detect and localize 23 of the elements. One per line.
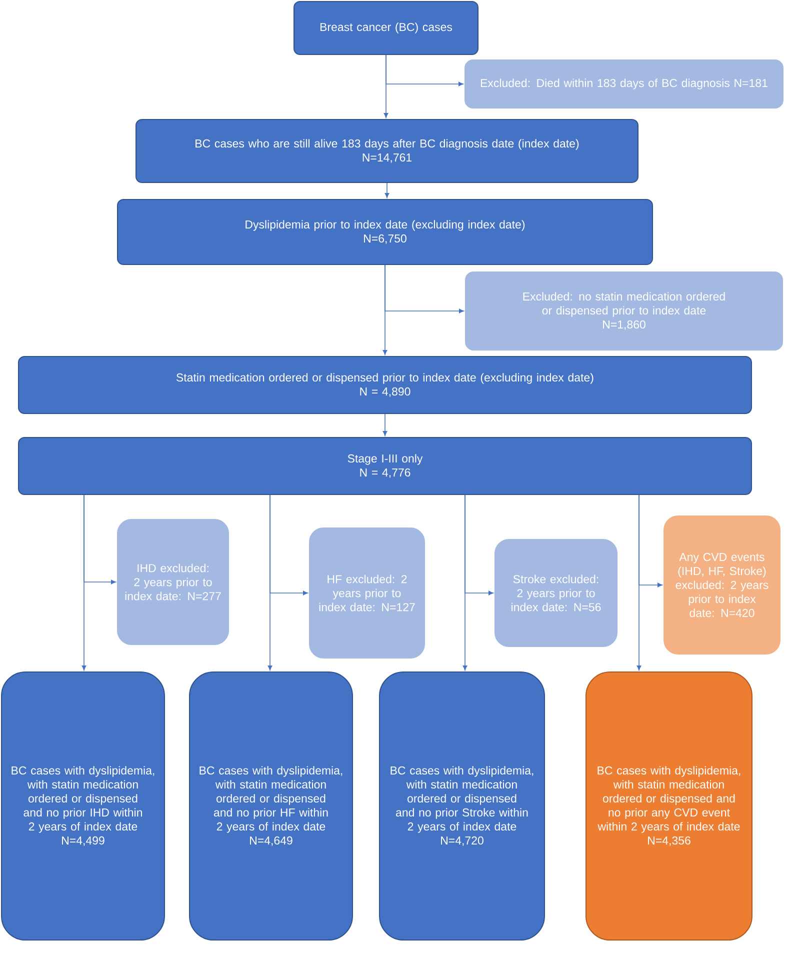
process-box: Dyslipidemia prior to index date (excluding index date) N=6,750: [117, 199, 653, 265]
outcome-box: BC cases with dyslipidemia, with statin medication ordered or dispensed and no prior HF within 2 years of index date N=4,649: [189, 672, 353, 940]
arrow: [464, 494, 494, 596]
outcome-box: BC cases with dyslipidemia, with statin medication ordered or dispensed and no prior IHD within 2 years of index date N=4,499: [1, 672, 165, 940]
arrow: [84, 494, 116, 584]
arrow: [386, 54, 464, 86]
process-box: Breast cancer (BC) cases: [294, 1, 478, 55]
exclusion-box: HF excluded: 2 years prior to index date: N=127: [309, 528, 425, 658]
process-box: BC cases who are still alive 183 days after BC diagnosis date (index date) N=14,761: [136, 119, 638, 183]
arrow: [382, 414, 388, 436]
exclusion-box: Excluded: no statin medication ordered or dispensed prior to index date N=1,860: [465, 272, 783, 350]
exclusion-box: Excluded: Died within 183 days of BC diagnosis N=181: [464, 60, 784, 108]
arrow: [638, 494, 662, 588]
exclusion-box: IHD excluded: 2 years prior to index date: N=277: [117, 519, 229, 645]
exclusion-box: Stroke excluded: 2 years prior to index date: N=56: [494, 539, 618, 647]
process-box: Statin medication ordered or dispensed prior to index date (excluding index date) N = 4,890: [18, 356, 752, 414]
outcome-box: BC cases with dyslipidemia, with statin medication ordered or dispensed and no prior Stroke within 2 years of index date N=4,720: [379, 672, 545, 940]
process-box: Stage I-III only N = 4,776: [18, 437, 752, 495]
arrow: [384, 264, 464, 314]
arrow: [270, 494, 308, 596]
arrow: [384, 182, 390, 198]
outcome-box: BC cases with dyslipidemia, with statin medication ordered or dispensed and no prior any CVD event within 2 years of index date N=4,356: [586, 672, 752, 940]
exclusion-box: Any CVD events (IHD, HF, Stroke) excluded: 2 years prior to index date: N=420: [664, 516, 780, 654]
